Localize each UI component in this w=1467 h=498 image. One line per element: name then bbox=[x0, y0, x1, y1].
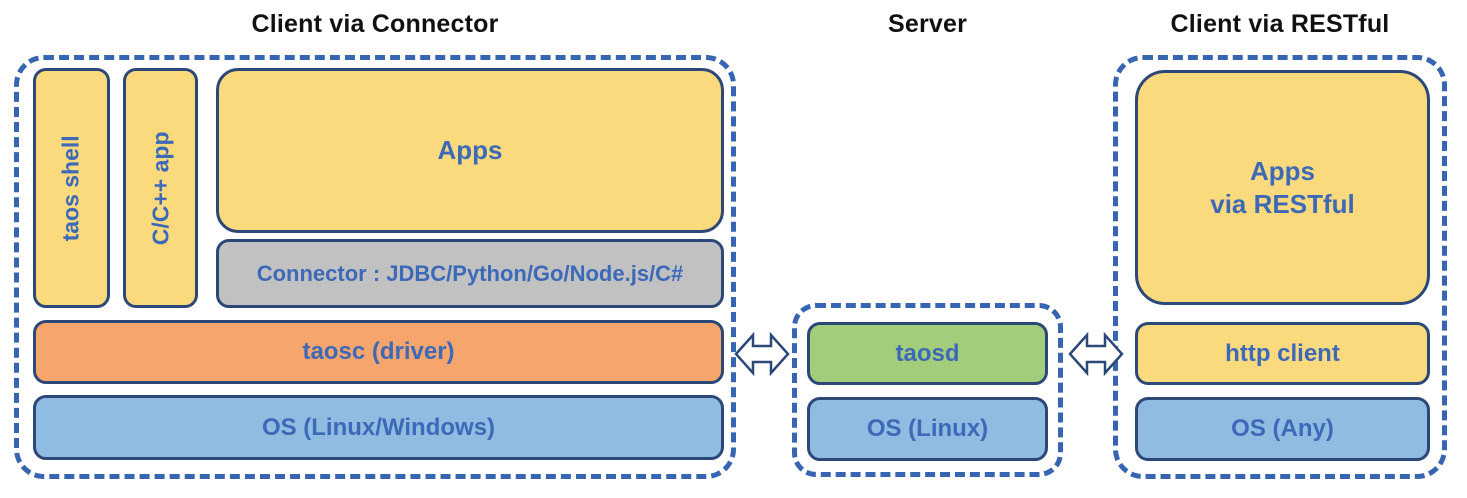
cpp-app-box: C/C++ app bbox=[123, 68, 198, 308]
server-group bbox=[792, 303, 1063, 477]
bidirectional-arrow-icon-left bbox=[734, 331, 790, 377]
os-linux-windows-box: OS (Linux/Windows) bbox=[33, 395, 724, 460]
taos-shell-label: taos shell bbox=[58, 134, 85, 242]
apps-via-restful-line1: Apps bbox=[1249, 156, 1315, 186]
apps-box: Apps bbox=[216, 68, 724, 233]
taos-shell-box: taos shell bbox=[33, 68, 110, 308]
cpp-app-label: C/C++ app bbox=[147, 131, 174, 245]
apps-label: Apps bbox=[437, 135, 503, 166]
client-via-connector-group bbox=[14, 55, 736, 479]
os-linux-label: OS (Linux) bbox=[866, 415, 989, 442]
connector-box: Connector : JDBC/Python/Go/Node.js/C# bbox=[216, 239, 724, 308]
apps-via-restful-label: Apps via RESTful bbox=[1210, 155, 1354, 220]
client-via-restful-group bbox=[1113, 55, 1447, 479]
taosd-box: taosd bbox=[807, 322, 1048, 385]
os-any-box: OS (Any) bbox=[1135, 397, 1430, 461]
os-linux-windows-label: OS (Linux/Windows) bbox=[261, 413, 496, 441]
http-client-box: http client bbox=[1135, 322, 1430, 385]
os-linux-box: OS (Linux) bbox=[807, 397, 1048, 461]
section-title-client-via-connector: Client via Connector bbox=[251, 9, 499, 38]
taosc-driver-label: taosc (driver) bbox=[302, 338, 455, 365]
section-title-server: Server bbox=[887, 9, 968, 38]
connector-label: Connector : JDBC/Python/Go/Node.js/C# bbox=[256, 260, 684, 286]
http-client-label: http client bbox=[1225, 339, 1340, 367]
section-title-client-via-restful: Client via RESTful bbox=[1170, 9, 1390, 38]
taosd-label: taosd bbox=[895, 339, 960, 367]
apps-via-restful-line2: via RESTful bbox=[1210, 188, 1355, 219]
os-any-label: OS (Any) bbox=[1231, 415, 1334, 442]
bidirectional-arrow-icon-right bbox=[1068, 331, 1124, 377]
taosc-driver-box: taosc (driver) bbox=[33, 320, 724, 384]
apps-via-restful-box: Apps via RESTful bbox=[1135, 70, 1430, 305]
